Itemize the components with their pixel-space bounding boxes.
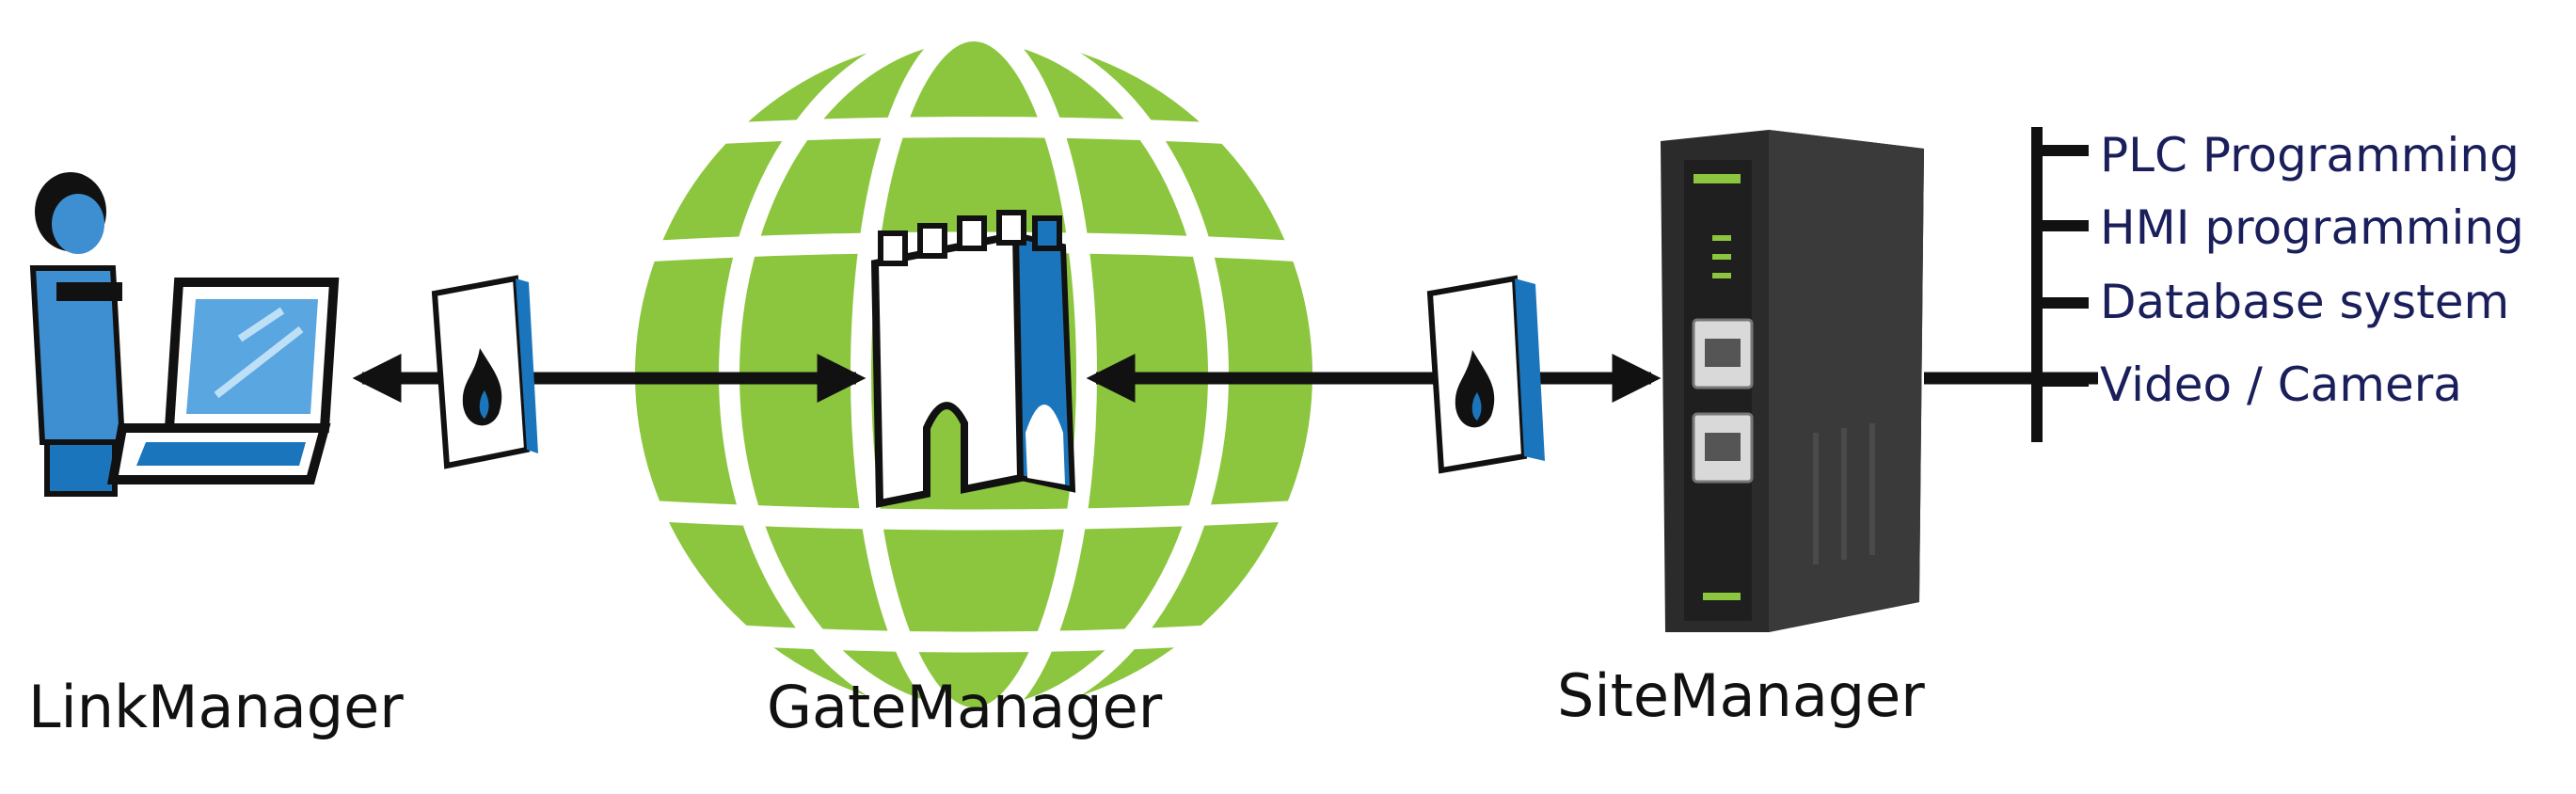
- feature-hmi-programming: HMI programming: [2100, 200, 2524, 255]
- gate-manager-label: GateManager: [767, 673, 1163, 741]
- feature-database-system: Database system: [2100, 275, 2510, 329]
- feature-plc-programming: PLC Programming: [2100, 128, 2520, 183]
- castle-icon: [870, 210, 1076, 508]
- laptop-icon: [107, 278, 340, 484]
- site-manager-label: SiteManager: [1557, 661, 1925, 730]
- firewall-icon: [1426, 275, 1545, 474]
- firewall-icon: [431, 275, 538, 469]
- router-device-icon: [1661, 130, 1924, 632]
- feature-bracket: [2031, 127, 2089, 442]
- feature-video-camera: Video / Camera: [2100, 357, 2462, 412]
- person-icon: [29, 172, 126, 497]
- link-manager-label: LinkManager: [28, 673, 404, 741]
